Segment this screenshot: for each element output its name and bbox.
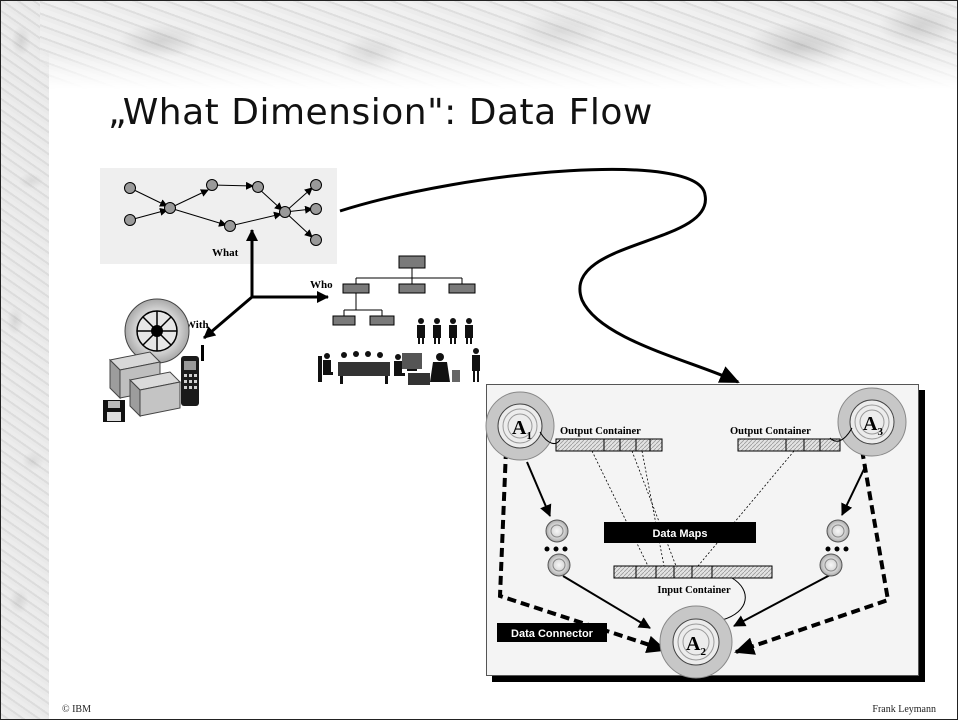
people-icon (417, 318, 473, 344)
with-axis-label: With (185, 319, 209, 331)
org-chart-icon (332, 255, 476, 326)
activity-a3-label: A3 (863, 413, 883, 438)
output-container-right-label: Output Container (730, 426, 811, 437)
disc-icon (124, 298, 190, 364)
decorative-top-band (40, 1, 957, 89)
output-container-left-label: Output Container (560, 426, 641, 437)
mobile-phone-icon (181, 345, 204, 406)
input-container-link (721, 577, 746, 621)
what-process-panel (100, 168, 337, 264)
intermediate-activities-left (544, 519, 571, 577)
data-map-lines (591, 450, 795, 567)
input-container-label: Input Container (657, 585, 731, 596)
control-flow (526, 461, 867, 629)
output-container-left (555, 438, 663, 452)
output-container-right (737, 438, 841, 452)
footer-author: Frank Leymann (872, 704, 936, 715)
data-connector-label: Data Connector (511, 628, 594, 640)
what-axis-label: What (212, 247, 239, 259)
server-boxes-icon (108, 351, 182, 418)
floppy-disk-icon (103, 400, 125, 422)
zoom-arrow (339, 167, 740, 384)
data-maps-box (604, 522, 756, 543)
decorative-left-band (1, 1, 49, 719)
activity-a2-label: A2 (686, 633, 706, 658)
what-process-graph (124, 179, 322, 246)
dimension-axes (203, 229, 329, 340)
intermediate-activities-right (819, 519, 850, 577)
who-axis-label: Who (310, 279, 333, 291)
activity-a3 (829, 387, 907, 457)
slide-title: „What Dimension": Data Flow (108, 92, 653, 133)
activity-a1 (485, 391, 561, 461)
meeting-people-icon (318, 348, 480, 385)
input-container (613, 565, 773, 579)
activity-a2 (659, 605, 733, 679)
data-connector-box (497, 623, 607, 642)
footer-copyright: © IBM (62, 704, 91, 715)
data-connectors (497, 449, 891, 655)
data-maps-label: Data Maps (652, 528, 707, 540)
activity-a1-label: A1 (512, 417, 532, 442)
